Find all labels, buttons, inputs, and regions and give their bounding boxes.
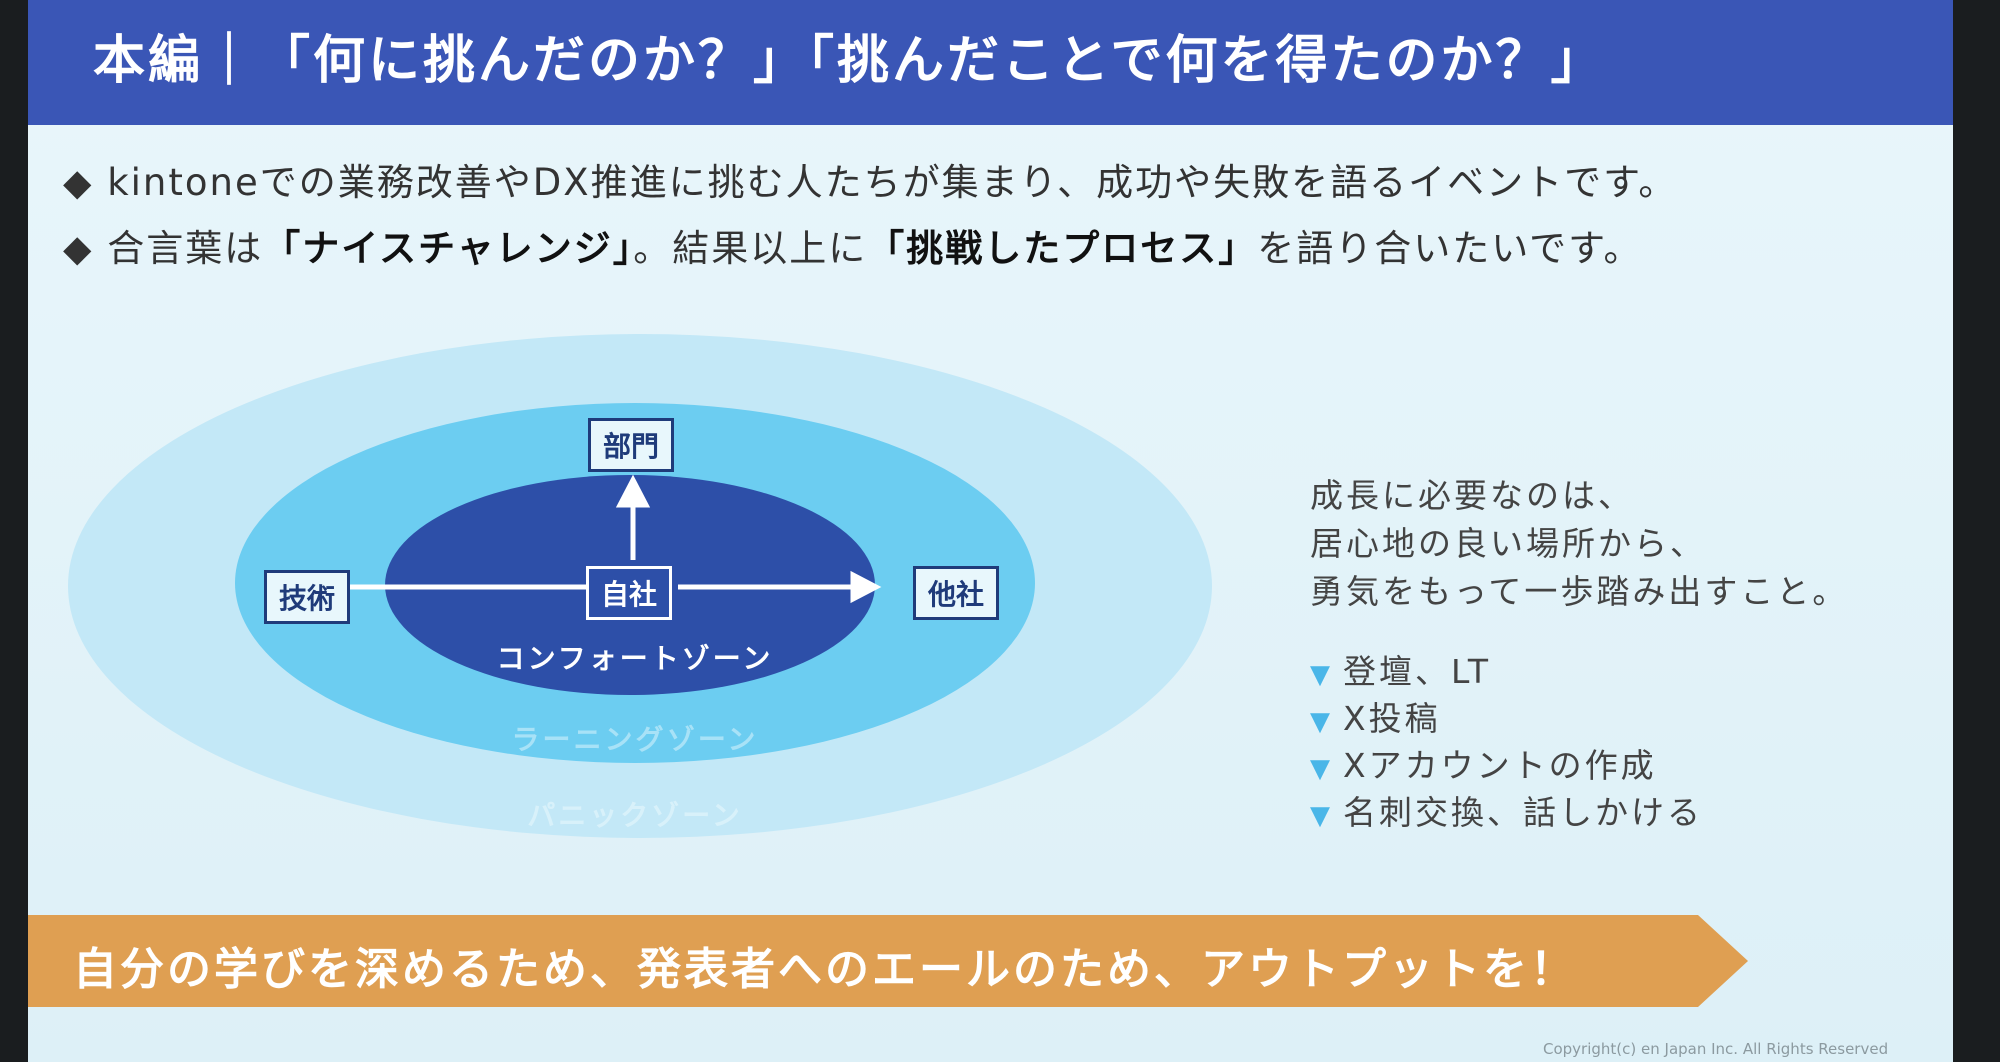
title-bar: 本編｜「何に挑んだのか？」「挑んだことで何を得たのか？」 bbox=[28, 0, 1953, 125]
box-department: 部門 bbox=[588, 418, 675, 472]
copyright: Copyright(c) en Japan Inc. All Rights Re… bbox=[1543, 1040, 1889, 1058]
list-item-label: X投稿 bbox=[1343, 699, 1441, 738]
bullet-bold: 「挑戦したプロセス」 bbox=[867, 227, 1258, 270]
list-item: ▼ 名刺交換、話しかける bbox=[1310, 791, 1703, 838]
learning-zone-label: ラーニングゾーン bbox=[511, 723, 759, 756]
bullet-bold: 「ナイスチャレンジ」 bbox=[263, 227, 634, 270]
comfort-zone-label: コンフォートゾーン bbox=[496, 642, 774, 675]
bullet-text: ◆ 合言葉は bbox=[63, 227, 264, 270]
box-other-company: 他社 bbox=[913, 566, 1000, 620]
message-line: 居心地の良い場所から、 bbox=[1310, 524, 1706, 563]
list-item: ▼ X投稿 bbox=[1310, 697, 1703, 744]
list-item-label: 名刺交換、話しかける bbox=[1343, 793, 1703, 832]
box-own-company: 自社 bbox=[586, 566, 673, 620]
panic-zone-label: パニックゾーン bbox=[527, 799, 743, 832]
triangle-down-icon: ▼ bbox=[1310, 801, 1333, 831]
bullet-text: 。結果以上に bbox=[633, 227, 868, 270]
list-item: ▼ 登壇、LT bbox=[1310, 650, 1703, 697]
call-to-action-banner: 自分の学びを深めるため、発表者へのエールのため、アウトプットを！ bbox=[28, 915, 1748, 1007]
triangle-down-icon: ▼ bbox=[1310, 707, 1333, 737]
triangle-down-icon: ▼ bbox=[1310, 660, 1333, 690]
slide-title: 本編｜「何に挑んだのか？」「挑んだことで何を得たのか？」 bbox=[93, 31, 1606, 91]
action-list: ▼ 登壇、LT ▼ X投稿 ▼ Xアカウントの作成 ▼ 名刺交換、話しかける bbox=[1310, 650, 1703, 838]
list-item: ▼ Xアカウントの作成 bbox=[1310, 744, 1703, 791]
bullet-2: ◆ 合言葉は「ナイスチャレンジ」。結果以上に「挑戦したプロセス」を語り合いたいで… bbox=[63, 218, 1642, 272]
box-technology: 技術 bbox=[264, 570, 351, 624]
bullet-text: を語り合いたいです。 bbox=[1257, 227, 1643, 270]
list-item-label: 登壇、LT bbox=[1343, 652, 1491, 691]
banner-text: 自分の学びを深めるため、発表者へのエールのため、アウトプットを！ bbox=[73, 944, 1577, 995]
triangle-down-icon: ▼ bbox=[1310, 754, 1333, 784]
list-item-label: Xアカウントの作成 bbox=[1343, 746, 1657, 785]
growth-message: 成長に必要なのは、 居心地の良い場所から、 勇気をもって一歩踏み出すこと。 bbox=[1310, 472, 1848, 616]
slide: 本編｜「何に挑んだのか？」「挑んだことで何を得たのか？」 ◆ kintoneでの… bbox=[28, 0, 1953, 1062]
bullet-1: ◆ kintoneでの業務改善やDX推進に挑む人たちが集まり、成功や失敗を語るイ… bbox=[63, 161, 1678, 204]
message-line: 勇気をもって一歩踏み出すこと。 bbox=[1310, 572, 1849, 611]
message-line: 成長に必要なのは、 bbox=[1310, 476, 1634, 515]
